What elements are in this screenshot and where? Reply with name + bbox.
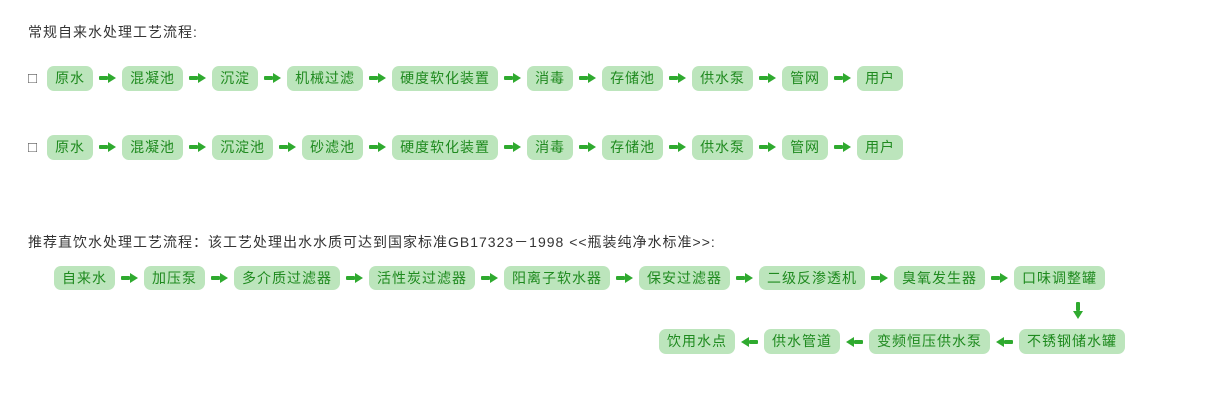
checkbox-square: □ — [28, 138, 38, 156]
process-step-box: 消毒 — [527, 134, 574, 160]
process-step-box: 硬度软化装置 — [392, 66, 499, 91]
process-step-box: 供水泵 — [692, 66, 754, 91]
flow-arrow-right-icon — [504, 142, 522, 153]
checkbox-square: □ — [28, 69, 38, 87]
flow-arrow-right-icon — [211, 272, 228, 283]
process-step-box: 口味调整罐 — [1014, 265, 1105, 291]
process-step-box: 变频恒压供水泵 — [869, 329, 990, 355]
flow-arrow-right-icon — [759, 142, 777, 153]
flow-arrow-right-icon — [736, 272, 753, 283]
process-step-box: 消毒 — [527, 66, 574, 91]
flow-arrow-right-icon — [669, 142, 687, 153]
direct-drink-flow-bottom: 饮用水点 供水管道 变频恒压供水泵 不锈钢储水罐 — [28, 329, 1231, 355]
flow-arrow-left-icon — [846, 336, 863, 347]
process-step-box: 阳离子软水器 — [504, 265, 610, 291]
process-step-box: 硬度软化装置 — [392, 134, 499, 160]
flow-arrow-right-icon — [834, 142, 852, 153]
flow-arrow-right-icon — [279, 142, 297, 153]
process-step-box: 加压泵 — [144, 265, 205, 291]
flow-arrow-right-icon — [481, 272, 498, 283]
recommended-process-title: 推荐直饮水处理工艺流程：该工艺处理出水水质可达到国家标准GB17323－1998… — [28, 233, 716, 250]
flow-arrow-right-icon — [99, 142, 117, 153]
conventional-flow-1: □ 原水 混凝池 沉淀 机械过滤 硬度软化装置 消毒 存储池 供水泵 管网 用户 — [28, 66, 1231, 91]
process-step-box: 砂滤池 — [302, 134, 364, 160]
flow-arrow-right-icon — [189, 73, 207, 84]
process-step-box: 饮用水点 — [659, 329, 735, 355]
flow-arrow-right-icon — [991, 272, 1008, 283]
flow-arrow-right-icon — [99, 73, 117, 84]
process-step-box: 自来水 — [54, 265, 115, 291]
flow-arrow-left-icon — [741, 336, 758, 347]
process-step-box: 用户 — [857, 66, 904, 91]
direct-drink-flow-top: 自来水 加压泵 多介质过滤器 活性炭过滤器 阳离子软水器 保安过滤器 二级反渗透机 臭氧发生器… — [54, 265, 1231, 291]
process-step-box: 混凝池 — [122, 134, 184, 160]
process-step-box: 机械过滤 — [287, 66, 364, 91]
conventional-flow-2: □ 原水 混凝池 沉淀池 砂滤池 硬度软化装置 消毒 存储池 供水泵 管网 用户 — [28, 134, 1231, 160]
process-step-box: 臭氧发生器 — [894, 265, 985, 291]
process-step-box: 多介质过滤器 — [234, 265, 340, 291]
process-step-box: 活性炭过滤器 — [369, 265, 475, 291]
flow-arrow-right-icon — [189, 142, 207, 153]
flow-arrow-right-icon — [871, 272, 888, 283]
process-step-box: 混凝池 — [122, 66, 184, 91]
flow-arrow-right-icon — [346, 272, 363, 283]
flow-arrow-right-icon — [834, 73, 852, 84]
flow-arrow-right-icon — [669, 73, 687, 84]
flow-arrow-right-icon — [759, 73, 777, 84]
process-step-box: 保安过滤器 — [639, 265, 730, 291]
flow-connector-row — [28, 302, 1231, 320]
process-step-box: 不锈钢储水罐 — [1019, 329, 1125, 355]
flow-arrow-right-icon — [616, 272, 633, 283]
process-step-box: 用户 — [857, 134, 904, 160]
process-step-box: 原水 — [47, 134, 94, 160]
process-step-box: 存储池 — [602, 66, 664, 91]
flow-arrow-right-icon — [264, 73, 282, 84]
flow-arrow-right-icon — [504, 73, 522, 84]
flow-arrow-right-icon — [121, 272, 138, 283]
flow-arrow-right-icon — [369, 73, 387, 84]
flow-arrow-right-icon — [369, 142, 387, 153]
process-step-box: 管网 — [782, 66, 829, 91]
process-step-box: 沉淀 — [212, 66, 259, 91]
process-step-box: 存储池 — [602, 134, 664, 160]
flow-arrow-down-icon — [1073, 302, 1083, 320]
process-step-box: 沉淀池 — [212, 134, 274, 160]
process-step-box: 供水管道 — [764, 329, 840, 355]
process-step-box: 二级反渗透机 — [759, 265, 865, 291]
flow-arrow-right-icon — [579, 73, 597, 84]
process-step-box: 管网 — [782, 134, 829, 160]
conventional-process-title: 常规自来水处理工艺流程: — [28, 24, 198, 40]
process-step-box: 原水 — [47, 66, 94, 91]
flow-arrow-right-icon — [579, 142, 597, 153]
process-step-box: 供水泵 — [692, 134, 754, 160]
flow-arrow-left-icon — [996, 336, 1013, 347]
